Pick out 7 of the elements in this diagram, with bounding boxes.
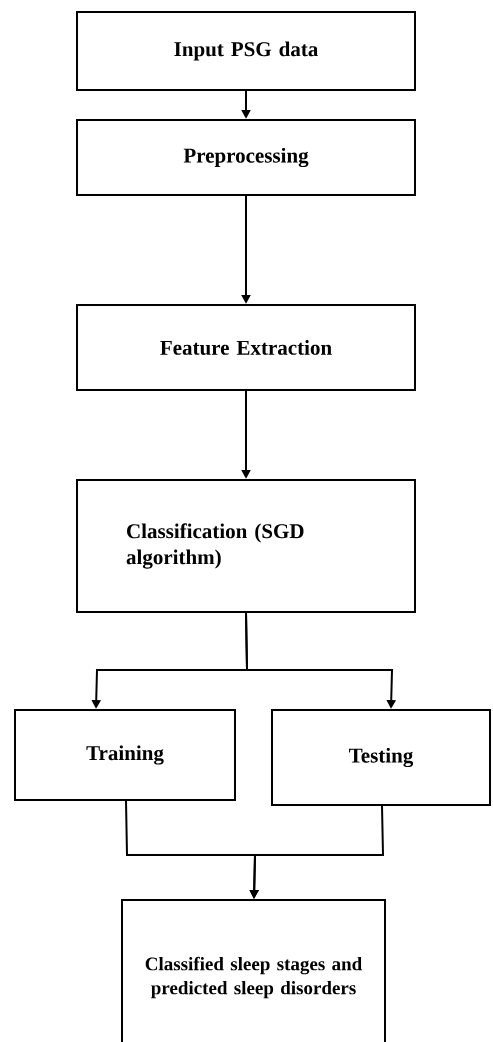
- process-box: Classification (SGD algorithm): [76, 479, 416, 613]
- process-box: Input PSG data: [76, 11, 416, 91]
- process-box: Feature Extraction: [76, 304, 416, 391]
- process-box: Training: [14, 709, 236, 801]
- process-box: Testing: [271, 709, 491, 806]
- process-box: Preprocessing: [76, 119, 416, 196]
- process-box: Classified sleep stages and predicted sleep disorders: [121, 899, 386, 1042]
